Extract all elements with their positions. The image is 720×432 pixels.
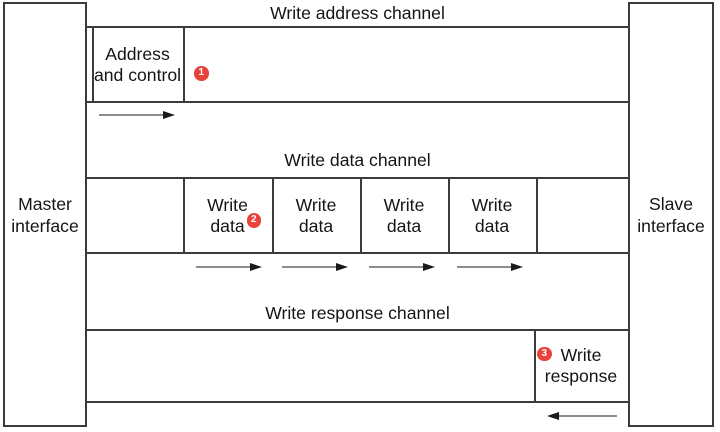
master-interface-label-line2: interface [11,215,79,236]
response-channel-title: Write response channel [265,303,450,323]
write-data-box-1: Write data [183,177,272,254]
arrow-head [547,412,559,420]
data-flow-right-arrow-icon-2 [282,261,348,273]
data-channel-bottom-line [87,252,628,254]
arrow-head [163,111,175,119]
step-1-badge: 1 [194,66,209,81]
write-data-label-line1: Write [207,194,248,215]
write-data-label-line2: data [386,215,422,236]
data-channel-title: Write data channel [284,150,431,170]
arrow-shaft [99,114,165,116]
arrow-head [336,262,348,271]
response-flow-left-arrow-icon [547,410,617,422]
data-row-divider-1 [183,177,185,254]
address-box-left-border [92,26,94,103]
response-box-left-border [534,329,536,403]
slave-interface-label-line1: Slave [648,193,693,214]
address-flow-right-arrow-icon [99,109,175,121]
write-data-label-line2: data [474,215,510,236]
arrow-shaft [369,266,425,267]
data-flow-right-arrow-icon-1 [196,261,262,273]
master-interface-box: Master interface [3,2,87,427]
write-data-box-2: Write data [272,177,360,254]
arrow-shaft [457,266,513,267]
arrow-head [423,262,435,271]
address-box-label-line1: Address [105,43,170,64]
write-response-label-line1: Write [560,345,602,365]
address-channel-title: Write address channel [270,3,445,23]
data-flow-right-arrow-icon-4 [457,261,523,273]
arrow-shaft [282,266,338,267]
write-data-label-line2: data [210,215,245,236]
data-channel-top-line [87,177,628,179]
write-data-box-3: Write data [360,177,448,254]
write-data-label-line2: data [298,215,334,236]
write-data-label-line1: Write [295,194,337,215]
arrow-head [250,262,262,271]
master-interface-label-line1: Master [18,193,72,214]
arrow-shaft [557,415,617,417]
data-row-divider-2 [272,177,274,254]
response-channel-bottom-line [87,401,628,403]
step-2-badge: 2 [246,213,261,228]
data-row-divider-4 [448,177,450,254]
write-data-box-4: Write data [448,177,536,254]
data-row-divider-3 [360,177,362,254]
arrow-head [511,262,523,271]
address-channel-bottom-line [87,101,628,103]
write-response-box: Write response [534,329,628,403]
address-box-label-line2: and control [93,64,182,85]
write-data-label-line1: Write [471,194,513,215]
address-box-right-border [183,26,185,103]
write-data-label-line1: Write [383,194,425,215]
data-row-divider-5 [536,177,538,254]
address-and-control-box: Address and control [92,26,183,103]
step-3-badge: 3 [537,346,552,361]
response-channel-top-line [87,329,628,331]
slave-interface-box: Slave interface [628,2,714,427]
write-response-label-line2: response [544,366,618,386]
address-channel-top-line [87,26,628,28]
slave-interface-label-line2: interface [637,215,705,236]
arrow-shaft [196,266,252,267]
data-flow-right-arrow-icon-3 [369,261,435,273]
